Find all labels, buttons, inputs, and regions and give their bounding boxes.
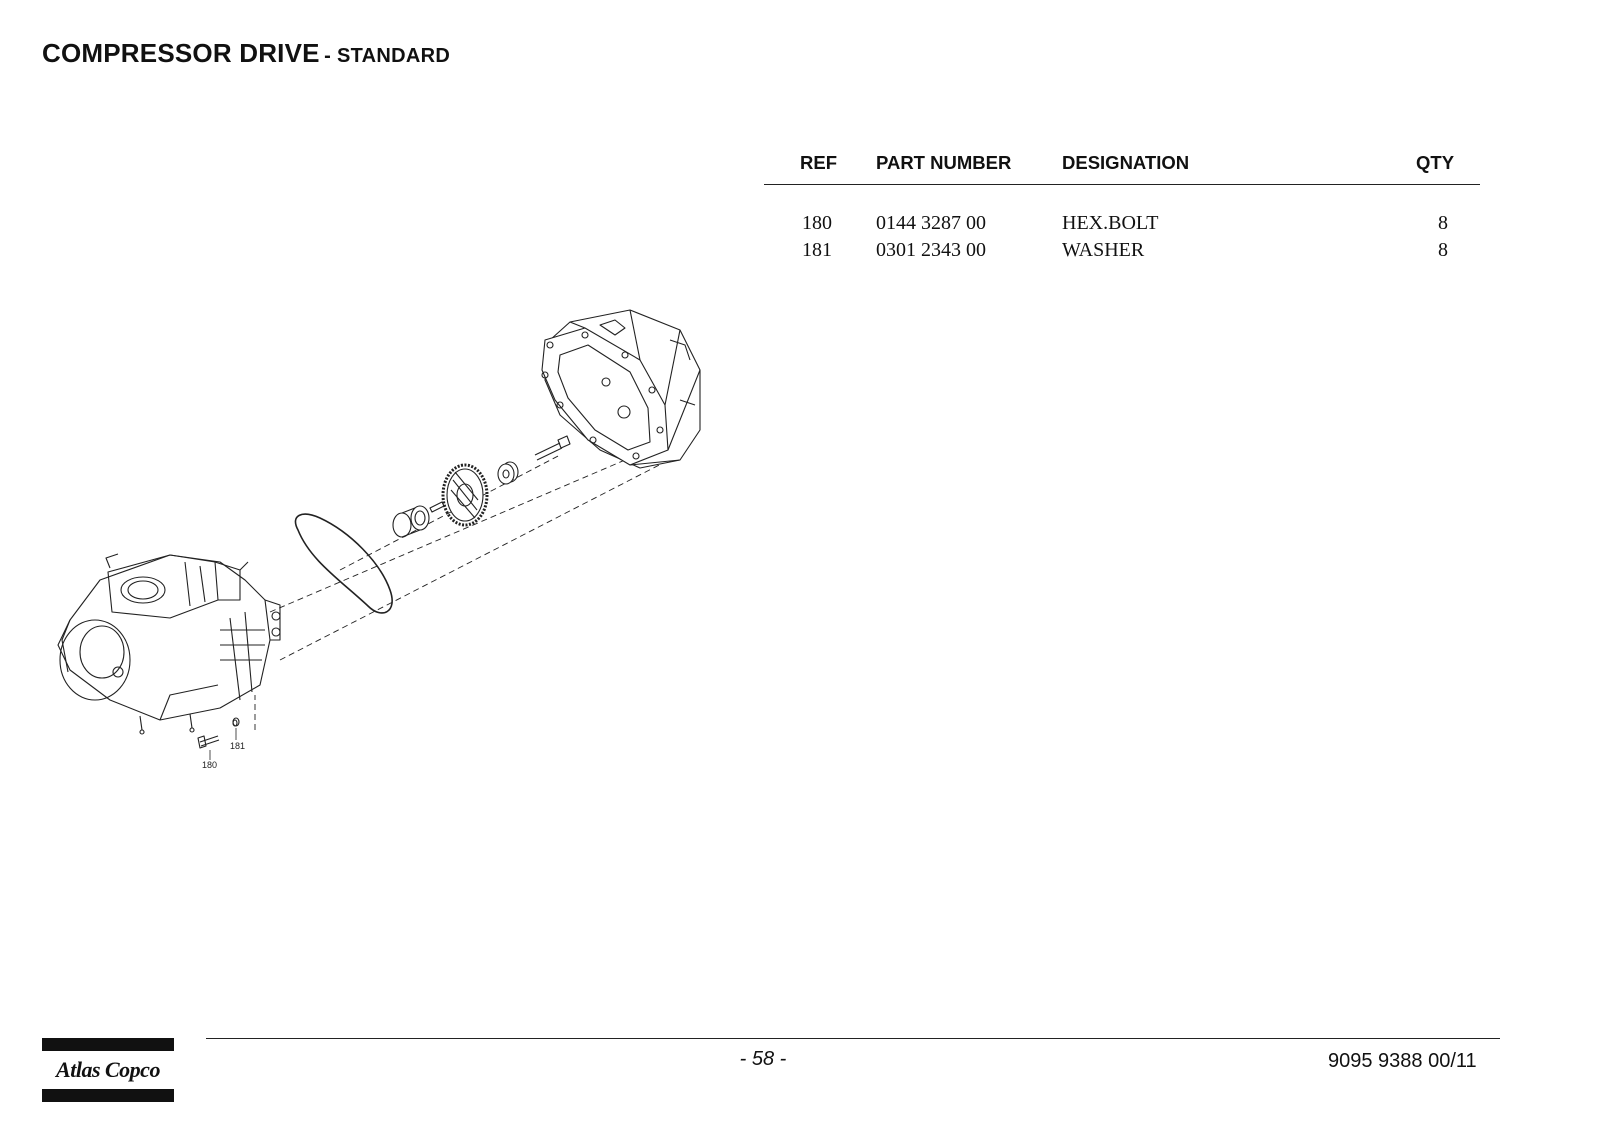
atlas-copco-logo: Atlas Copco [42,1038,174,1102]
logo-text: Atlas Copco [56,1057,160,1082]
exploded-view-diagram: 180 181 [57,309,701,770]
callout-label-180: 180 [202,760,217,770]
assembly-leader-lines [254,444,666,730]
column-header-designation: DESIGNATION [1062,152,1190,173]
cell-designation: HEX.BOLT [1062,212,1159,234]
table-row: 181 0301 2343 00 WASHER 8 [782,239,1482,265]
callout-label-181: 181 [230,741,245,751]
shaft-key [429,501,445,513]
column-header-ref: REF [800,152,837,173]
document-number: 9095 9388 00/11 [1328,1050,1477,1072]
drive-gear [441,463,489,527]
compressor-element [57,553,281,735]
footer-rule [206,1038,1500,1039]
cell-part-number: 0301 2343 00 [876,239,986,261]
page-title: COMPRESSOR DRIVE - STANDARD [42,38,450,69]
cell-qty: 8 [1438,239,1448,261]
gear-housing [541,309,701,469]
cell-qty: 8 [1438,212,1448,234]
small-hex-bolt [197,735,220,749]
gasket-ring [294,513,393,614]
page-number: - 58 - [739,1048,787,1070]
cell-designation: WASHER [1062,239,1145,261]
title-main: COMPRESSOR DRIVE [42,38,320,68]
washer [497,461,519,485]
long-bolt [534,435,571,461]
table-row: 180 0144 3287 00 HEX.BOLT 8 [782,212,1482,238]
cell-part-number: 0144 3287 00 [876,212,986,234]
logo-bar-top [42,1038,174,1051]
small-washer [232,717,240,727]
title-subtitle: - STANDARD [324,45,451,67]
logo-bar-bottom [42,1089,174,1102]
column-header-qty: QTY [1416,152,1455,173]
cell-ref: 180 [802,212,832,234]
column-header-part-number: PART NUMBER [876,152,1012,173]
cell-ref: 181 [802,239,832,261]
table-header-rule [764,184,1480,185]
bushing [392,505,430,538]
